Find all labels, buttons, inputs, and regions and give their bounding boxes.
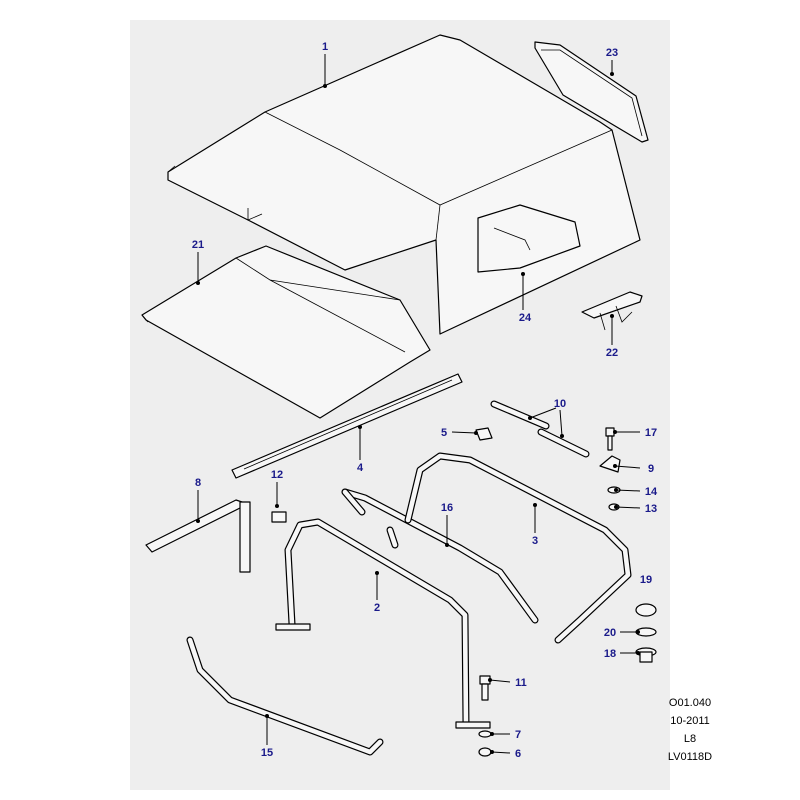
part-side-trim xyxy=(145,499,251,573)
part-rear-roll-bar xyxy=(404,452,632,644)
part-side-rail xyxy=(341,488,539,624)
part-headlining xyxy=(141,245,431,419)
callout-2: 2 xyxy=(374,602,380,614)
callout-8: 8 xyxy=(195,477,201,489)
callout-3: 3 xyxy=(532,535,538,547)
part-grommets xyxy=(635,603,657,663)
callout-4: 4 xyxy=(357,462,364,474)
callout-5: 5 xyxy=(441,427,447,439)
callout-23: 23 xyxy=(606,47,618,59)
callout-17: 17 xyxy=(645,427,657,439)
part-hard-top xyxy=(167,34,641,335)
callout-15: 15 xyxy=(261,747,273,759)
reference-variant: L8 xyxy=(683,733,697,745)
callout-6: 6 xyxy=(515,748,521,760)
part-bush xyxy=(271,511,287,523)
callout-9: 9 xyxy=(648,463,654,475)
leader-lines xyxy=(196,54,641,754)
part-seal-strip xyxy=(231,373,463,479)
callout-16: 16 xyxy=(441,502,453,514)
callout-22: 22 xyxy=(606,347,618,359)
reference-date: 10-2011 xyxy=(670,715,710,727)
part-front-roll-bar xyxy=(275,518,491,729)
callout-1: 1 xyxy=(322,41,328,53)
reference-illustration-id: LV0118D xyxy=(667,751,713,763)
part-bolt-set xyxy=(478,675,492,757)
callout-13: 13 xyxy=(645,503,657,515)
callout-7: 7 xyxy=(515,729,521,741)
callout-20: 20 xyxy=(604,627,616,639)
callout-11: 11 xyxy=(515,677,527,689)
part-fixings-right xyxy=(599,427,621,511)
part-rear-window xyxy=(534,41,649,143)
callout-12: 12 xyxy=(271,469,283,481)
callout-10: 10 xyxy=(554,398,566,410)
part-lower-rail xyxy=(186,636,384,756)
callout-21: 21 xyxy=(192,239,204,251)
callout-14: 14 xyxy=(645,486,658,498)
part-strut xyxy=(490,400,590,458)
reference-code: O01.040 xyxy=(668,697,712,709)
part-clip xyxy=(475,427,493,441)
callout-19: 19 xyxy=(640,574,652,586)
callout-18: 18 xyxy=(604,648,616,660)
part-bracket xyxy=(581,291,643,331)
callout-24: 24 xyxy=(519,312,532,324)
